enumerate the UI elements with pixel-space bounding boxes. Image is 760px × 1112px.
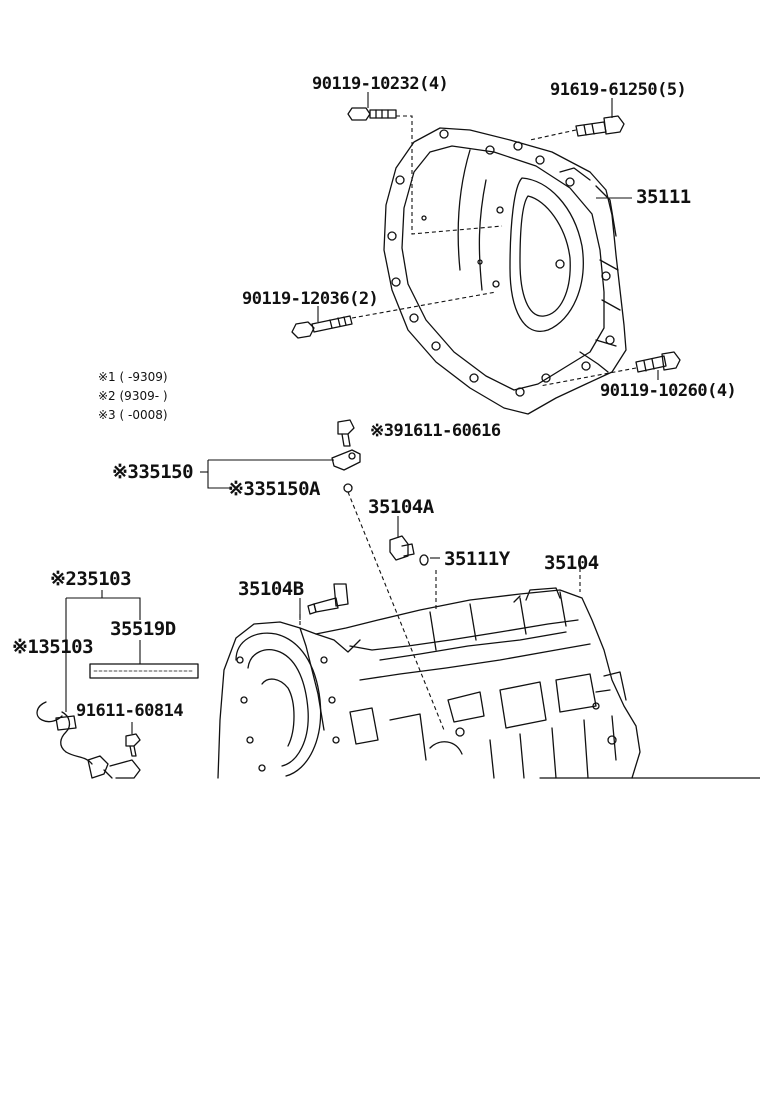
- label-bolt-top: 90119-10232(4): [312, 74, 449, 94]
- label-elbow: 35104B: [238, 578, 304, 600]
- plug-gasket: [419, 554, 429, 566]
- transmission-case: [217, 587, 641, 779]
- label-harness-1: ※135103: [12, 636, 94, 658]
- label-plate: [89, 663, 199, 679]
- bolt-90119-12036: [291, 315, 353, 339]
- label-plug-gasket: 35111Y: [444, 548, 510, 570]
- label-label-plate: 35519D: [110, 618, 176, 640]
- note-1: ※1 ( -9309): [98, 370, 168, 384]
- label-harness-bolt: 91611-60814: [76, 701, 184, 721]
- elbow-35104b: [307, 583, 349, 615]
- harness-bolt-icon: [125, 733, 141, 757]
- label-transmission: 35104: [544, 552, 599, 574]
- label-sensor-assy: ※335150: [112, 461, 194, 483]
- sensor-body: [331, 449, 361, 471]
- label-harness-2: ※235103: [50, 568, 132, 590]
- label-bolt-top-right: 91619-61250(5): [550, 80, 687, 100]
- note-2: ※2 (9309- ): [98, 389, 168, 403]
- label-bolt-mid: 90119-12036(2): [242, 289, 379, 309]
- plug-35104a: [389, 535, 415, 561]
- label-bolt-lower-right: 90119-10260(4): [600, 381, 737, 401]
- bell-housing: [383, 127, 627, 415]
- label-plug: 35104A: [368, 496, 434, 518]
- bolt-90119-10232: [347, 107, 397, 121]
- note-3: ※3 ( -0008): [98, 408, 168, 422]
- wire-harness: [36, 701, 141, 779]
- label-sensor-oring: ※335150A: [228, 478, 321, 500]
- sensor-oring: [343, 483, 353, 493]
- label-sensor-bolt: ※391611-60616: [370, 421, 501, 441]
- bolt-91619-61250: [575, 115, 625, 137]
- bolt-90119-10260: [635, 351, 681, 373]
- dashed-leaders: [299, 115, 637, 731]
- label-housing: 35111: [636, 186, 691, 208]
- leader-lines: [65, 92, 659, 734]
- sensor-bolt: [337, 419, 355, 447]
